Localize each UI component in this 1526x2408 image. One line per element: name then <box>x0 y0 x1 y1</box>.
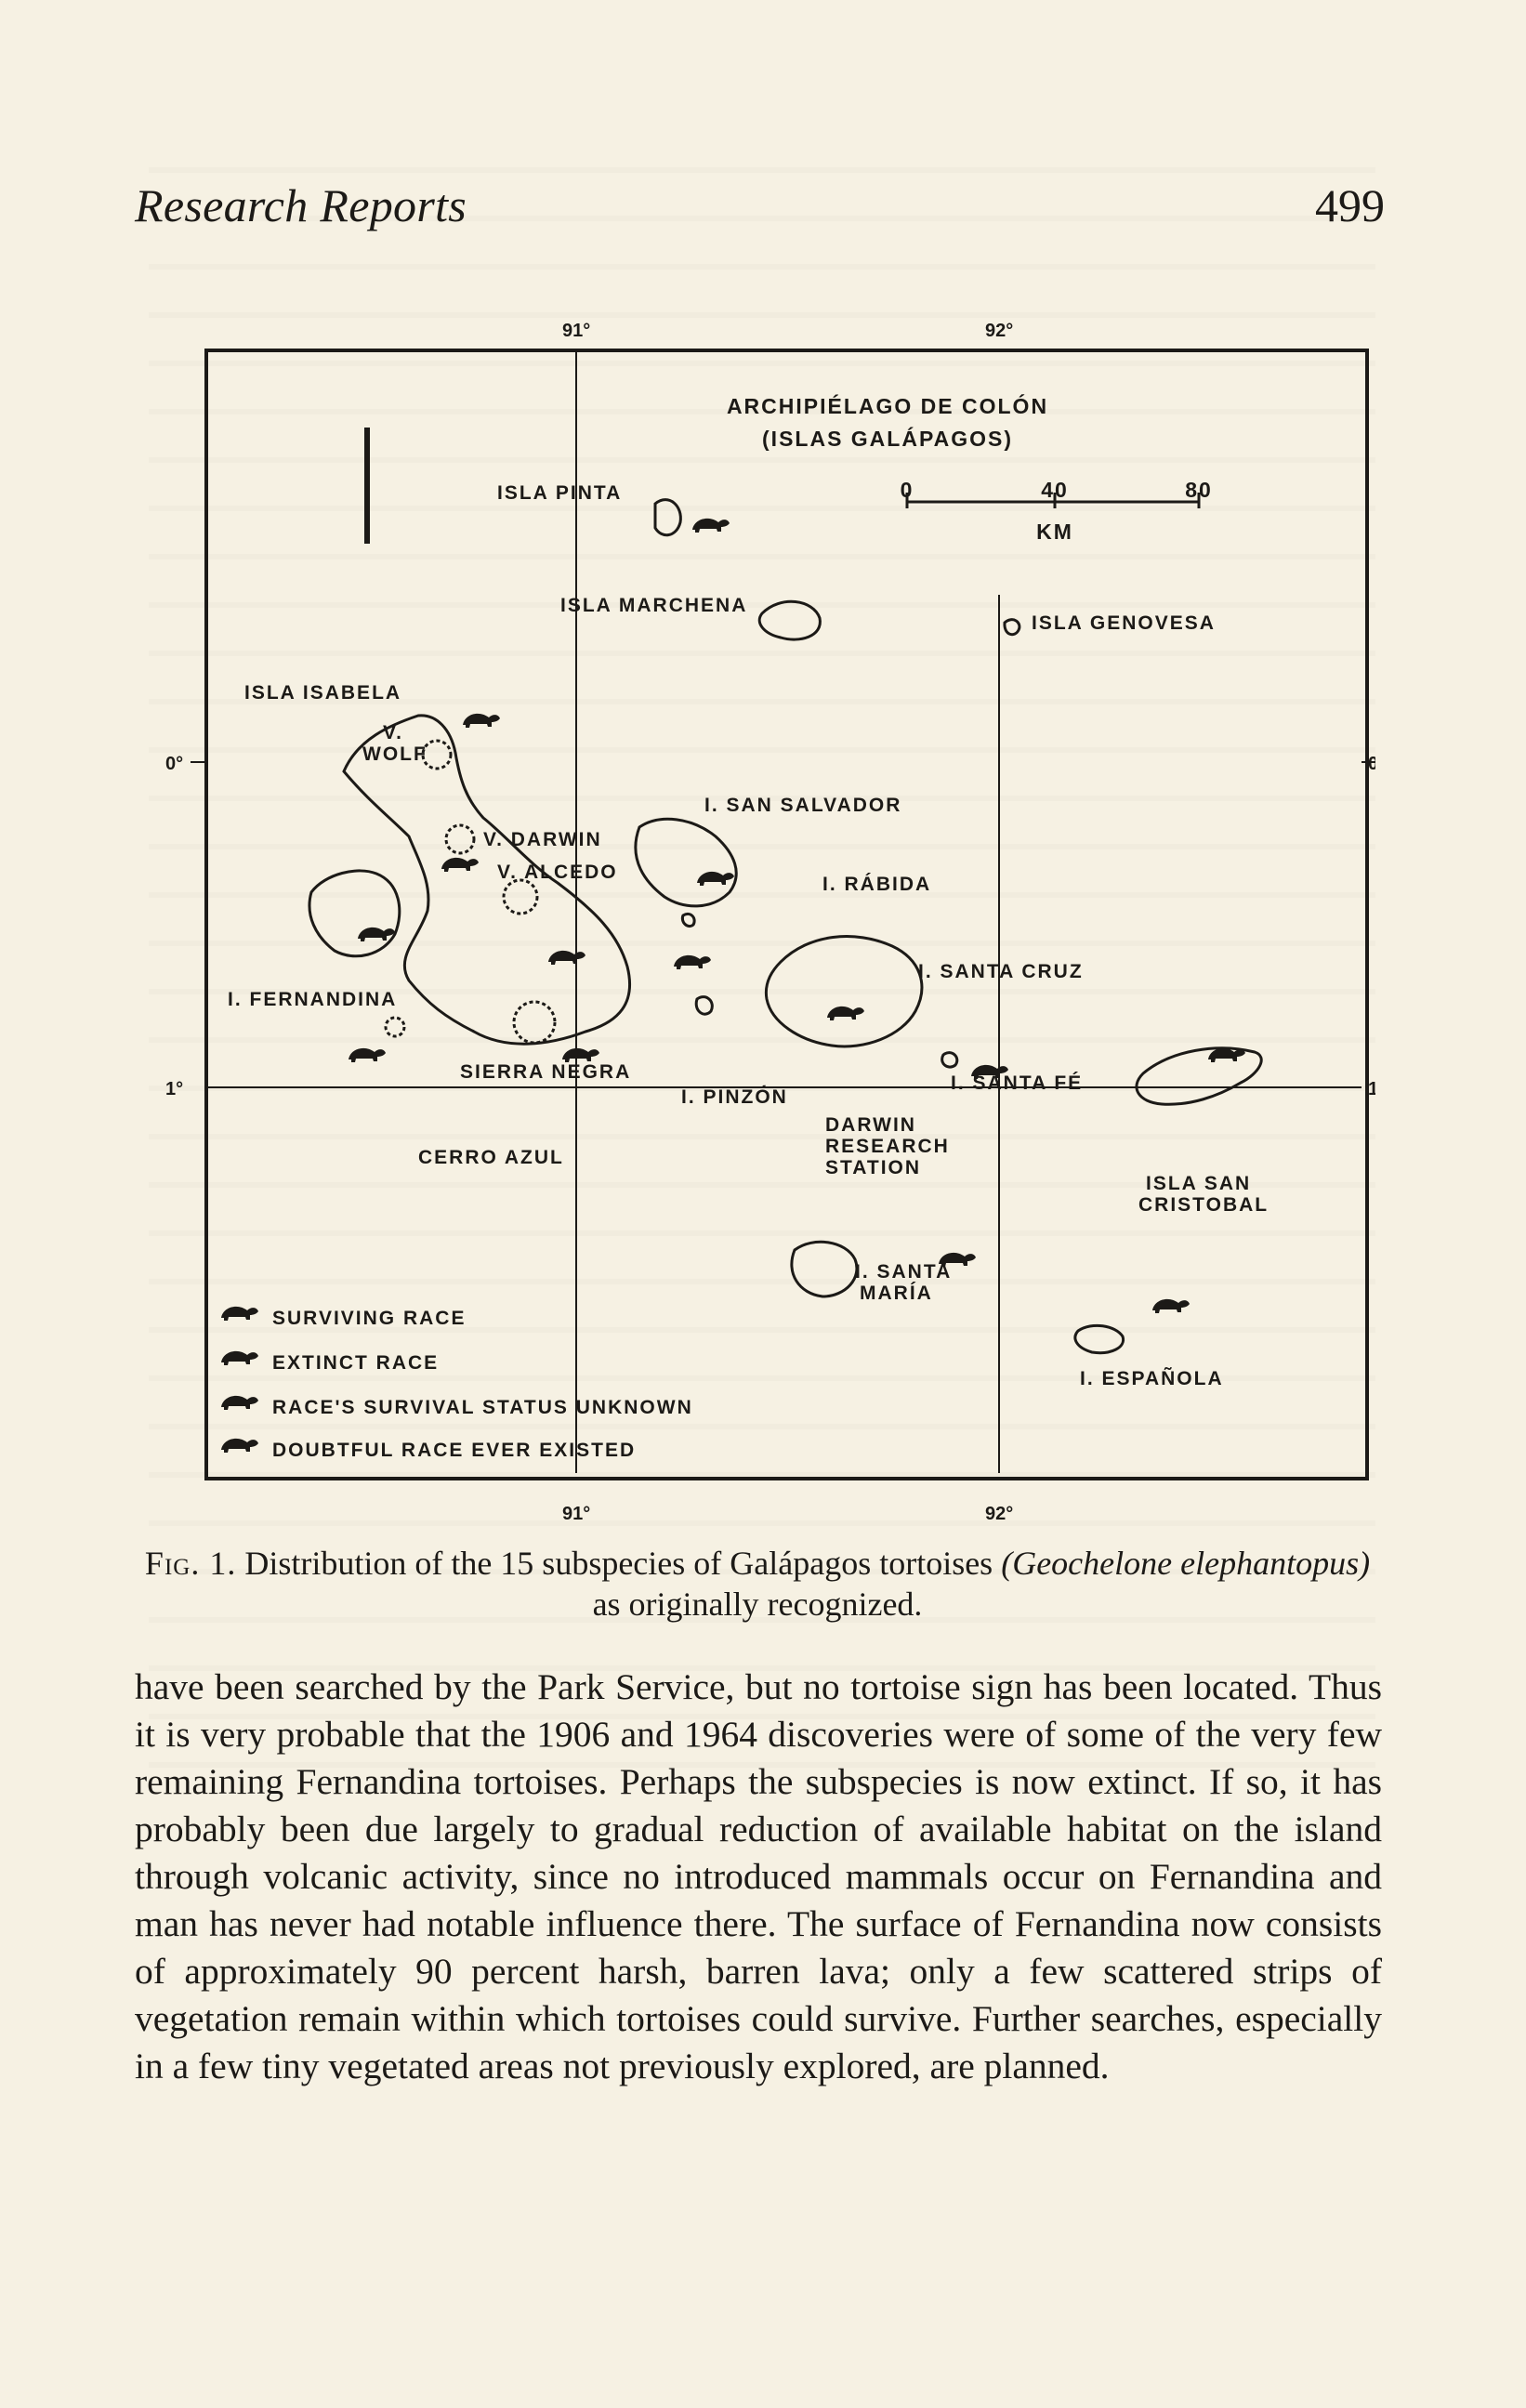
volcano-darwin-crater <box>444 823 476 855</box>
tortoise-hatched-icon <box>221 1350 258 1365</box>
lon-label-bottom-91: 91° <box>562 1504 590 1524</box>
label-v-alcedo: V. ALCEDO <box>497 862 618 883</box>
tortoise-solid-icon <box>441 857 479 872</box>
island-genovesa <box>1003 618 1021 637</box>
label-v-wolf-1: V. <box>383 722 403 743</box>
island-pinzon <box>694 995 714 1016</box>
lon-label-top-92: 92° <box>985 321 1013 341</box>
label-i-santa-fe: I. SANTA FÉ <box>951 1072 1083 1094</box>
island-marchena <box>757 599 822 641</box>
island-fernandina <box>308 869 401 958</box>
island-santa-maria <box>790 1240 859 1298</box>
body-paragraph: have been searched by the Park Service, … <box>135 1666 1382 2086</box>
bleed-through-shadow <box>149 167 1375 1794</box>
label-i-rabida: I. RÁBIDA <box>822 874 931 895</box>
label-v-wolf-2: WOLF <box>362 743 428 765</box>
tortoise-dotted-icon <box>221 1438 258 1453</box>
label-isla-pinta: ISLA PINTA <box>497 482 622 504</box>
tortoise-outline-icon <box>358 927 395 941</box>
lon-label-bottom-92: 92° <box>985 1504 1013 1524</box>
legend-extinct-race: EXTINCT RACE <box>272 1352 439 1374</box>
label-isla-isabela: ISLA ISABELA <box>244 682 401 704</box>
tortoise-solid-icon <box>562 1047 599 1062</box>
island-santa-fe <box>941 1051 959 1069</box>
label-darwin-station-1: DARWIN <box>825 1114 916 1136</box>
tortoise-hatched-icon <box>674 954 711 969</box>
scale-tick-0: 0 <box>901 478 914 502</box>
label-isla-san-cristobal-2: CRISTOBAL <box>1138 1194 1269 1216</box>
island-san-cristobal <box>1135 1046 1263 1106</box>
label-isla-marchena: ISLA MARCHENA <box>560 595 747 616</box>
tortoise-solid-icon <box>697 871 734 886</box>
tortoise-solid-icon <box>548 950 585 965</box>
lon-label-top-91: 91° <box>562 321 590 341</box>
label-v-darwin: V. DARWIN <box>483 829 602 850</box>
scale-tick-80: 80 <box>1185 478 1213 502</box>
map-title: ARCHIPIÉLAGO DE COLÓN <box>727 393 1048 418</box>
legend-doubtful-race: DOUBTFUL RACE EVER EXISTED <box>272 1440 636 1461</box>
caption-label: Fig. 1. <box>144 1545 237 1582</box>
lat-label-left-1: 1° <box>165 1079 183 1099</box>
island-santa-cruz <box>764 935 924 1048</box>
island-isabela <box>342 714 632 1046</box>
label-i-santa-cruz: I. SANTA CRUZ <box>918 961 1084 982</box>
running-head: Research Reports <box>135 179 467 231</box>
island-pinta <box>653 498 682 537</box>
label-darwin-station-2: RESEARCH <box>825 1136 950 1157</box>
caption-species: (Geochelone elephantopus) <box>1001 1545 1371 1582</box>
legend-surviving-race: SURVIVING RACE <box>272 1308 466 1329</box>
volcano-sierra-negra-crater <box>512 1000 557 1045</box>
label-i-santa-maria-1: I. SANTA <box>855 1261 952 1283</box>
label-i-pinzon: I. PINZÓN <box>681 1086 788 1108</box>
tortoise-solid-icon <box>463 713 500 728</box>
tortoise-solid-icon <box>1208 1047 1245 1062</box>
island-espanola <box>1073 1323 1125 1355</box>
page-number: 499 <box>1315 179 1385 231</box>
lat-label-right-1: 1° <box>1368 1079 1375 1099</box>
scale-tick-40: 40 <box>1041 478 1069 502</box>
figure-map: 91° 92° 91° 92° 0° 0° 1° 1° ARCHIPIÉLAGO… <box>139 316 1375 1524</box>
caption-tail: as originally recognized. <box>592 1586 923 1623</box>
volcano-cerro-azul-crater <box>384 1016 406 1038</box>
figure-caption: Fig. 1. Distribution of the 15 subspecie… <box>135 1543 1380 1625</box>
lat-label-left-0: 0° <box>165 754 183 774</box>
label-i-fernandina: I. FERNANDINA <box>228 989 397 1010</box>
label-darwin-station-3: STATION <box>825 1157 921 1178</box>
volcano-wolf-crater <box>421 739 453 770</box>
label-cerro-azul: CERRO AZUL <box>418 1147 564 1168</box>
label-isla-genovesa: ISLA GENOVESA <box>1032 612 1216 634</box>
tortoise-solid-icon <box>692 518 730 533</box>
label-sierra-negra: SIERRA NEGRA <box>460 1061 631 1083</box>
legend-status-unknown: RACE'S SURVIVAL STATUS UNKNOWN <box>272 1397 693 1418</box>
tortoise-solid-icon <box>349 1047 386 1062</box>
tortoise-outline-icon <box>221 1395 258 1410</box>
label-isla-san-cristobal-1: ISLA SAN <box>1146 1173 1251 1194</box>
label-i-espanola: I. ESPAÑOLA <box>1080 1368 1224 1389</box>
tortoise-solid-icon <box>1152 1298 1190 1313</box>
label-i-san-salvador: I. SAN SALVADOR <box>704 795 901 816</box>
scale-unit: KM <box>1036 520 1073 544</box>
map-svg: 91° 92° 91° 92° 0° 0° 1° 1° ARCHIPIÉLAGO… <box>165 321 1375 1524</box>
volcano-alcedo-crater <box>502 878 539 915</box>
map-legend: SURVIVING RACE EXTINCT RACE RACE'S SURVI… <box>221 1306 693 1461</box>
tortoise-solid-icon <box>827 1006 864 1020</box>
tortoise-solid-icon <box>221 1306 258 1321</box>
island-san-salvador <box>634 817 738 908</box>
lat-label-right-0: 0° <box>1368 754 1375 774</box>
caption-text: Distribution of the 15 subspecies of Gal… <box>244 1545 993 1582</box>
island-rabida <box>680 912 696 928</box>
label-i-santa-maria-2: MARÍA <box>860 1283 933 1304</box>
map-subtitle: (ISLAS GALÁPAGOS) <box>762 426 1013 451</box>
map-frame <box>204 349 1369 1480</box>
